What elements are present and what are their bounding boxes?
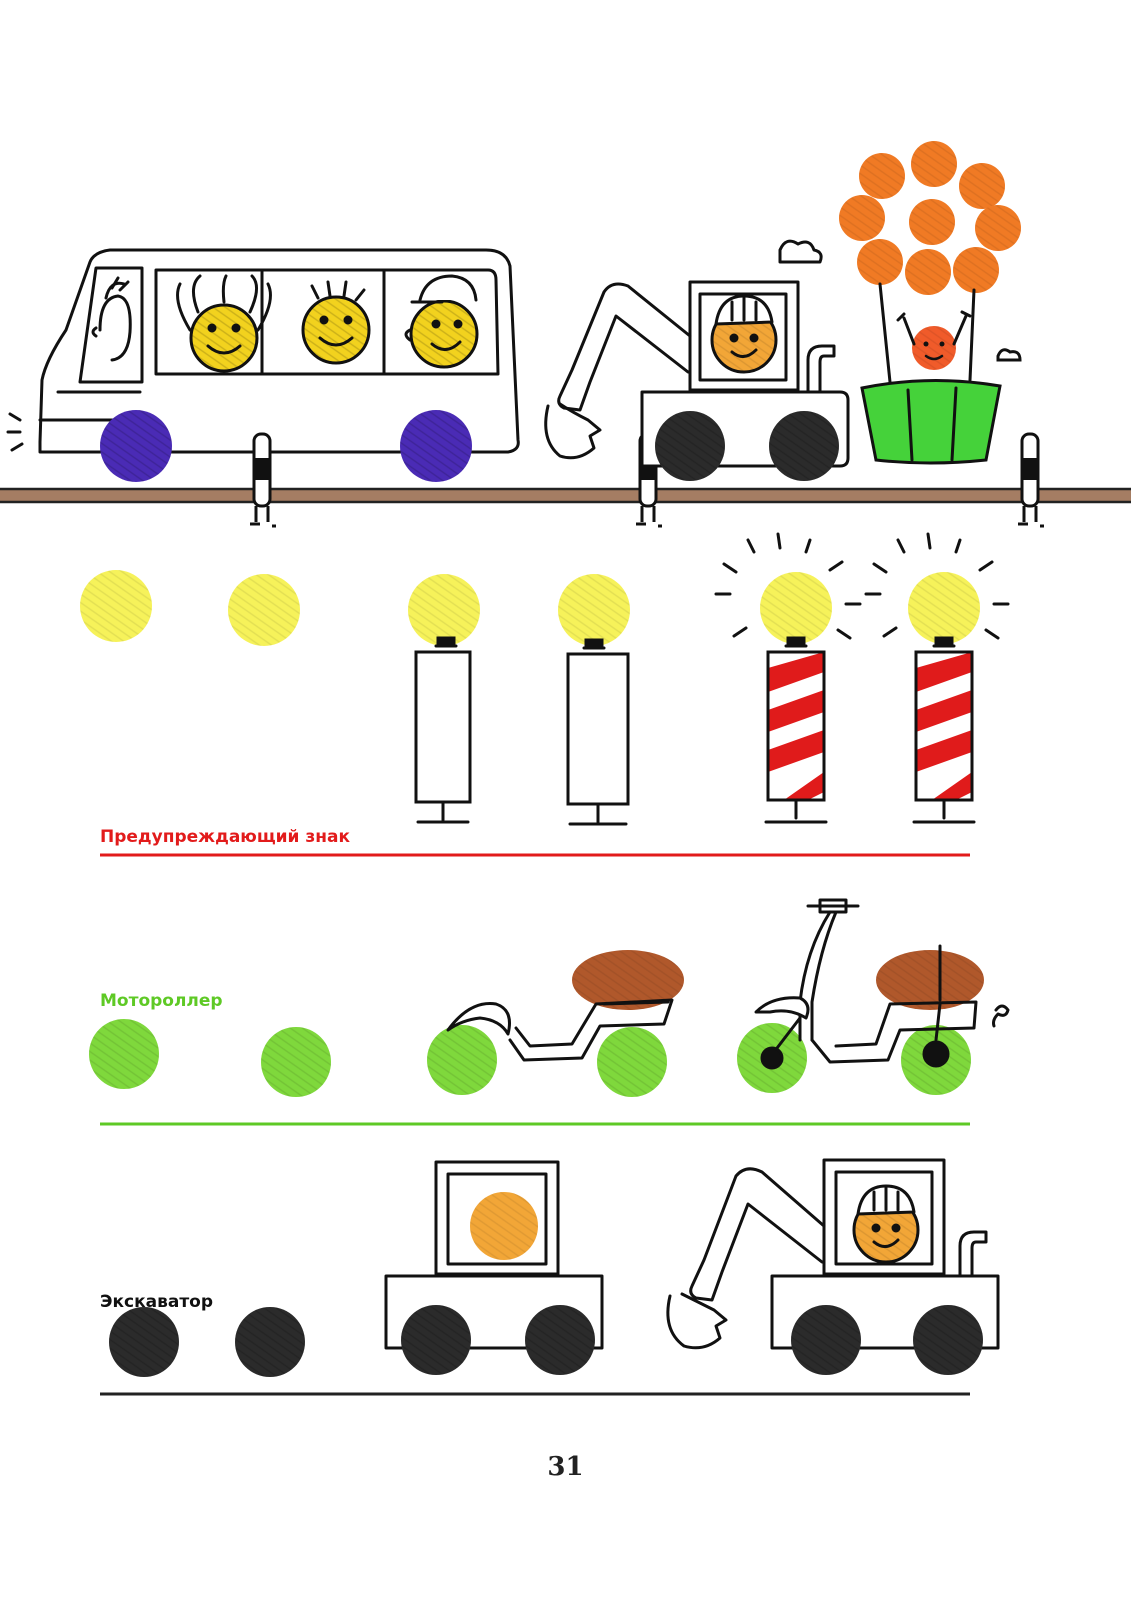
passenger-face	[404, 274, 479, 369]
excavator-row	[100, 1158, 1000, 1396]
scooter-icon	[446, 950, 684, 1062]
scooter-row	[89, 898, 1010, 1126]
worker-face	[710, 294, 778, 374]
warning-post-icon	[566, 638, 630, 826]
excavator-label: Экскаватор	[100, 1292, 214, 1312]
scooter-label: Мотороллер	[100, 991, 223, 1011]
road	[0, 487, 1131, 504]
scooter-icon	[754, 898, 1010, 1070]
excavator-icon	[384, 1160, 604, 1375]
warning-sign-label: Предупреждающий знак	[100, 827, 350, 847]
page-number: 31	[547, 1452, 584, 1482]
excavator-icon	[544, 239, 850, 481]
minibus-icon	[6, 248, 520, 482]
warning-post-icon	[714, 532, 862, 824]
passenger-face	[301, 280, 371, 365]
warning-post-icon	[414, 636, 472, 824]
excavator-icon	[666, 1158, 1000, 1375]
warning-sign-row	[80, 532, 1010, 857]
passenger-face	[176, 274, 272, 373]
bollard-icon	[1016, 432, 1046, 528]
hot-air-balloon-icon	[839, 141, 1022, 465]
worker-face	[852, 1184, 920, 1264]
warning-post-icon	[864, 532, 1010, 824]
